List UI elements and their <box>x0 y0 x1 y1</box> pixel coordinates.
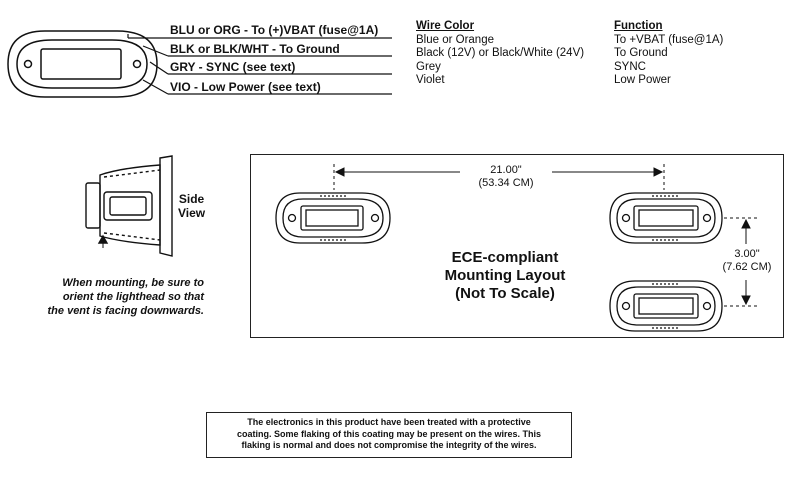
wire-label-power: BLU or ORG - To (+)VBAT (fuse@1A) <box>170 23 379 37</box>
function-item: To Ground <box>614 47 668 59</box>
horizontal-dimension-inches: 21.00" <box>490 164 522 176</box>
side-view-label-line2: View <box>178 206 206 220</box>
side-view-lighthead <box>85 155 173 257</box>
wire-color-item: Blue or Orange <box>416 33 494 46</box>
mounting-note-line2: orient the lighthead so that <box>62 291 204 303</box>
protective-coating-notice: The electronics in this product have bee… <box>206 412 572 458</box>
horizontal-dimension-label: 21.00" (53.34 CM) <box>460 164 552 190</box>
mounting-layout-box <box>250 154 784 338</box>
wire-label-low-power: VIO - Low Power (see text) <box>170 80 321 94</box>
mounting-note-line1: When mounting, be sure to <box>62 277 204 289</box>
wire-color-item: Violet <box>416 74 445 86</box>
notice-line1: The electronics in this product have bee… <box>247 417 531 427</box>
function-header: Function <box>614 20 663 32</box>
wire-color-item: Black (12V) or Black/White (24V) <box>416 47 585 59</box>
notice-line2: coating. Some flaking of this coating ma… <box>236 428 542 439</box>
function-item: To +VBAT (fuse@1A) <box>614 33 724 46</box>
vertical-dimension <box>724 217 758 307</box>
layout-lighthead-right-top <box>609 192 723 244</box>
function-column: Function To +VBAT (fuse@1A) To Ground SY… <box>614 20 723 88</box>
vertical-dimension-inches: 3.00" <box>734 248 760 260</box>
layout-title-line3: (Not To Scale) <box>455 285 555 302</box>
wiring-lighthead <box>7 30 158 98</box>
layout-title: ECE-compliant Mounting Layout (Not To Sc… <box>420 249 590 303</box>
wire-label-sync: GRY - SYNC (see text) <box>170 60 296 74</box>
function-item: Low Power <box>614 74 671 86</box>
side-view-label: Side View <box>178 192 205 220</box>
vertical-dimension-cm: (7.62 CM) <box>722 261 772 273</box>
layout-title-line2: Mounting Layout <box>444 267 566 284</box>
wire-color-column: Wire Color Blue or Orange Black (12V) or… <box>416 20 584 88</box>
horizontal-dimension-cm: (53.34 CM) <box>478 177 534 189</box>
wire-label-ground: BLK or BLK/WHT - To Ground <box>170 42 340 56</box>
wire-leads <box>127 34 392 95</box>
layout-lighthead-right-bottom <box>609 280 723 332</box>
wire-color-header: Wire Color <box>416 20 475 32</box>
horizontal-dimension <box>333 164 665 190</box>
mounting-note: When mounting, be sure to orient the lig… <box>14 276 204 318</box>
layout-title-line1: ECE-compliant <box>451 249 559 266</box>
function-item: SYNC <box>614 60 646 73</box>
layout-lighthead-left <box>275 192 391 244</box>
vertical-dimension-label: 3.00" (7.62 CM) <box>716 248 778 274</box>
side-view-label-line1: Side <box>178 192 205 206</box>
wire-color-item: Grey <box>416 60 441 73</box>
notice-line3: flaking is normal and does not compromis… <box>241 440 537 450</box>
mounting-note-line3: the vent is facing downwards. <box>47 305 204 317</box>
